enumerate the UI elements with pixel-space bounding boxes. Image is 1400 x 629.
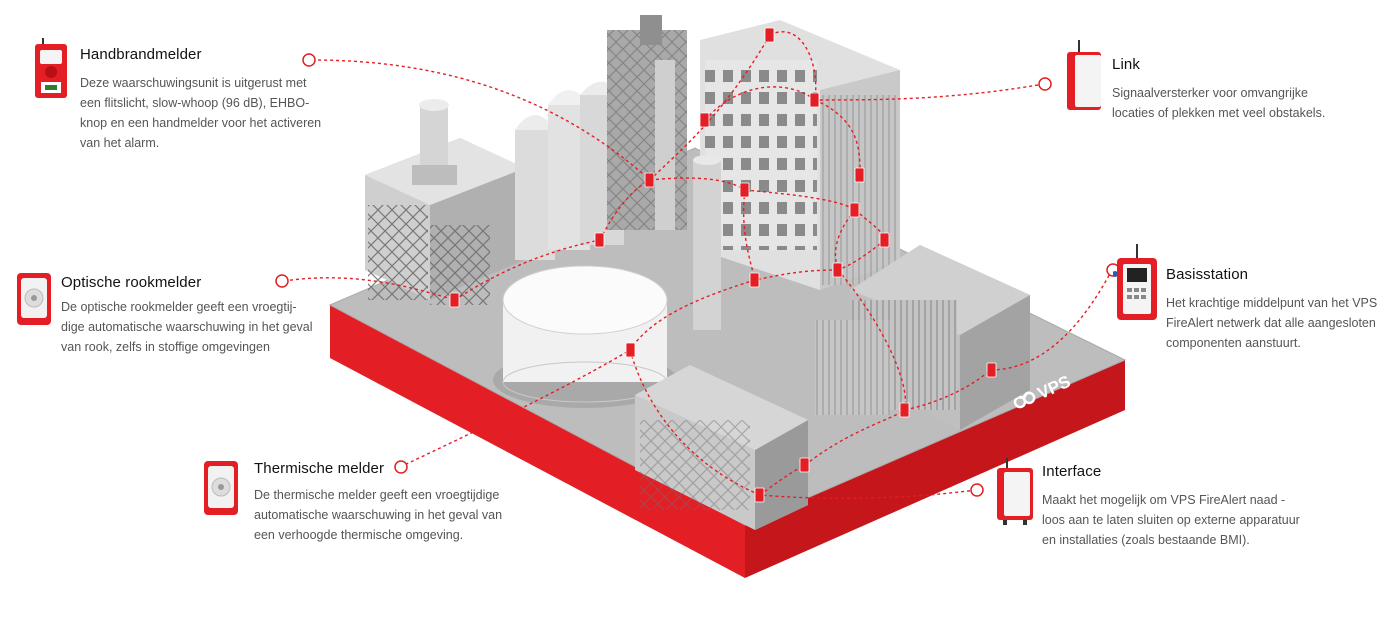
callout-handbrandmelder: Handbrandmelder Deze waarschuwingsunit i… xyxy=(80,46,325,153)
heat-detector-device xyxy=(203,460,239,516)
manual-call-point-device xyxy=(33,38,69,100)
base-station-icon xyxy=(1112,244,1157,320)
signal-repeater-icon xyxy=(1067,40,1101,110)
storage-tank xyxy=(493,265,677,408)
callout-markers xyxy=(275,53,1120,497)
smoke-detector-device xyxy=(16,272,52,326)
callout-link: Link Signaalversterker voor omvangrijke … xyxy=(1112,56,1352,123)
multistory-building xyxy=(700,20,900,290)
callout-text: Signaalversterker voor omvangrijke locat… xyxy=(1112,86,1326,120)
callout-title: Handbrandmelder xyxy=(80,46,202,63)
callout-interface: Interface Maakt het mogelijk om VPS Fire… xyxy=(1042,463,1307,550)
callout-title: Thermische melder xyxy=(254,460,385,477)
callout-text: Maakt het mogelijk om VPS FireAlert naad… xyxy=(1042,493,1300,547)
callout-title: Optische rookmelder xyxy=(61,274,202,291)
callout-text: Het krachtige middelpunt van het VPS Fir… xyxy=(1166,296,1378,350)
device-markers xyxy=(449,27,997,503)
connection-lines xyxy=(283,31,1113,499)
heat-detector-icon xyxy=(204,461,238,515)
callout-text: Deze waarschuwingsunit is uitgerust met … xyxy=(80,76,322,150)
base-station-device xyxy=(1112,244,1161,322)
interface-device xyxy=(995,458,1037,526)
callout-title: Interface xyxy=(1042,463,1102,480)
process-tower xyxy=(607,15,687,230)
callout-basisstation: Basisstation Het krachtige middelpunt va… xyxy=(1166,266,1396,353)
front-building xyxy=(635,365,808,530)
callout-thermische-melder: Thermische melder De thermische melder g… xyxy=(254,460,524,545)
callout-title: Basisstation xyxy=(1166,266,1249,283)
callout-text: De thermische melder geeft een vroegtijd… xyxy=(254,488,503,542)
callout-optische-rookmelder: Optische rookmelder De optische rookmeld… xyxy=(61,274,316,357)
callout-text: De optische rookmelder geeft een vroegti… xyxy=(61,300,313,354)
callout-title: Link xyxy=(1112,56,1140,73)
manual-call-point-icon xyxy=(35,38,67,98)
smoke-detector-icon xyxy=(17,273,51,325)
interface-unit-icon xyxy=(997,458,1033,525)
chimney xyxy=(693,155,721,330)
signal-repeater-device xyxy=(1065,40,1105,112)
warehouse xyxy=(815,245,1030,430)
power-plant xyxy=(365,99,525,305)
